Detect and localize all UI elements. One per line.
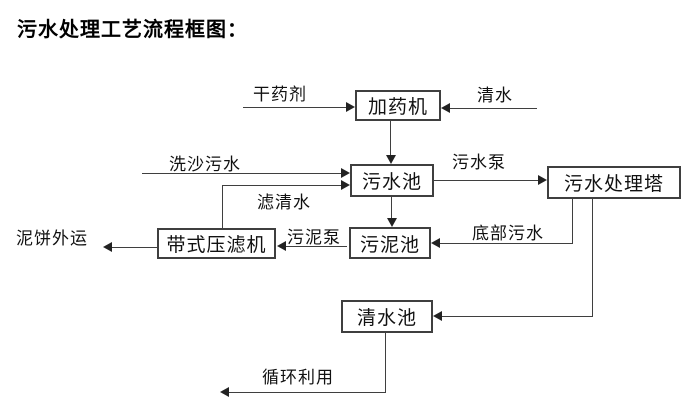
flow-line (450, 108, 537, 109)
flow-line (440, 243, 573, 244)
flow-line (286, 246, 347, 247)
flow-line (222, 186, 223, 228)
arrowhead-left (277, 241, 286, 251)
edge-label-dry-agent: 干药剂 (253, 85, 307, 104)
edge-label-sludge-pump: 污泥泵 (287, 228, 341, 247)
flow-line (592, 199, 593, 317)
node-dosing-machine: 加药机 (355, 90, 441, 121)
arrowhead-left (220, 387, 229, 397)
node-belt-filter-press: 带式压滤机 (157, 228, 276, 259)
page-title: 污水处理工艺流程框图： (17, 19, 248, 41)
flow-line (112, 247, 157, 248)
arrowhead-right (346, 102, 355, 112)
edge-label-sewage-pump: 污水泵 (452, 153, 506, 172)
arrowhead-right (341, 180, 350, 190)
edge-label-mud-cake-out: 泥饼外运 (16, 229, 88, 248)
arrowhead-down (386, 155, 396, 164)
node-sludge-pool: 污泥池 (349, 227, 431, 259)
arrowhead-left (431, 238, 440, 248)
arrowhead-left (433, 311, 442, 321)
node-sewage-pool: 污水池 (350, 164, 434, 197)
edge-label-filtered-water: 滤清水 (257, 193, 311, 212)
arrowhead-right (341, 168, 350, 178)
edge-label-sand-washing-sewage: 洗沙污水 (169, 155, 241, 174)
edge-label-clear-water: 清水 (477, 86, 513, 105)
flow-line (390, 121, 391, 155)
arrowhead-right (538, 175, 547, 185)
flow-line (442, 316, 593, 317)
arrowhead-left (441, 103, 450, 113)
flow-line (243, 107, 346, 108)
arrowhead-left (103, 242, 112, 252)
flow-line (572, 199, 573, 244)
flow-line (222, 185, 341, 186)
node-sewage-treatment-tower: 污水处理塔 (547, 166, 681, 199)
flow-line (434, 180, 538, 181)
flow-line (391, 197, 392, 218)
edge-label-bottom-sewage: 底部污水 (472, 224, 544, 243)
edge-label-recycle: 循环利用 (262, 368, 334, 387)
flow-line (385, 333, 386, 393)
arrowhead-down (387, 218, 397, 227)
flow-line (229, 392, 386, 393)
node-clean-water-pool: 清水池 (341, 300, 433, 333)
flow-line (142, 173, 341, 174)
